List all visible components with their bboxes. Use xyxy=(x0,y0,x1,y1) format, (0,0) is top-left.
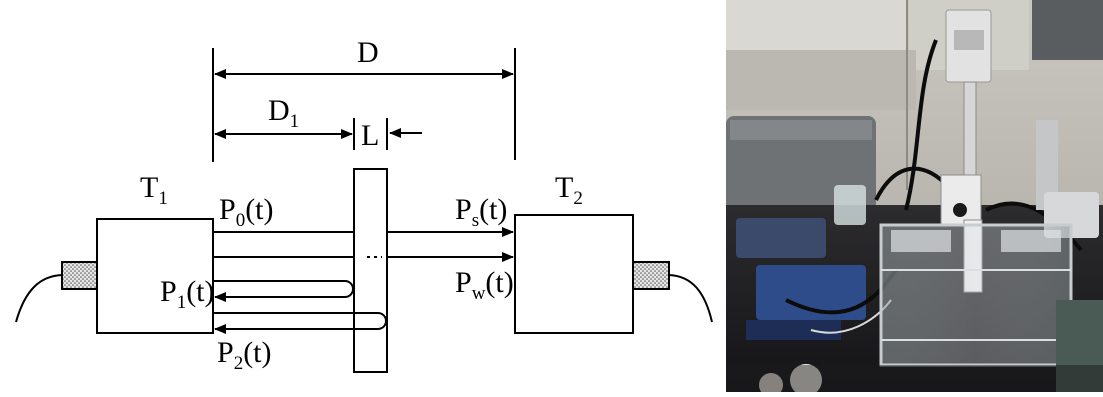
transmitter-label: T1 xyxy=(140,171,168,209)
schematic-diagram: D D1 L T1 T2 P0(t) Ps(t) Pw(t) P1(t) P2(… xyxy=(15,36,713,374)
sample-thickness-label: L xyxy=(361,119,379,152)
transmitter-transducer xyxy=(15,218,214,334)
signal-p0-label: P0(t) xyxy=(219,193,274,231)
signal-p1-label: P1(t) xyxy=(160,275,215,313)
receiver-transducer xyxy=(514,214,713,334)
back-face-reflection xyxy=(213,312,387,334)
sample-distance-label: D1 xyxy=(268,94,299,132)
front-face-reflection xyxy=(213,280,354,302)
left-connector xyxy=(61,261,99,290)
signal-pw-label: Pw(t) xyxy=(455,266,514,304)
sample-plate xyxy=(353,168,388,373)
setup-photo xyxy=(726,0,1103,397)
receiver-label: T2 xyxy=(555,171,583,209)
signal-p2-label: P2(t) xyxy=(217,336,272,374)
right-cable xyxy=(668,274,713,323)
left-cable xyxy=(15,274,63,323)
transmitter-box xyxy=(96,218,214,334)
beaker xyxy=(834,185,866,225)
signal-device xyxy=(736,218,826,258)
dimension-lines xyxy=(212,48,516,162)
total-distance-label: D xyxy=(357,36,379,69)
signal-ps-label: Ps(t) xyxy=(455,193,507,231)
signal-paths xyxy=(213,227,514,334)
receiver-box xyxy=(514,214,634,334)
right-connector xyxy=(632,261,670,290)
